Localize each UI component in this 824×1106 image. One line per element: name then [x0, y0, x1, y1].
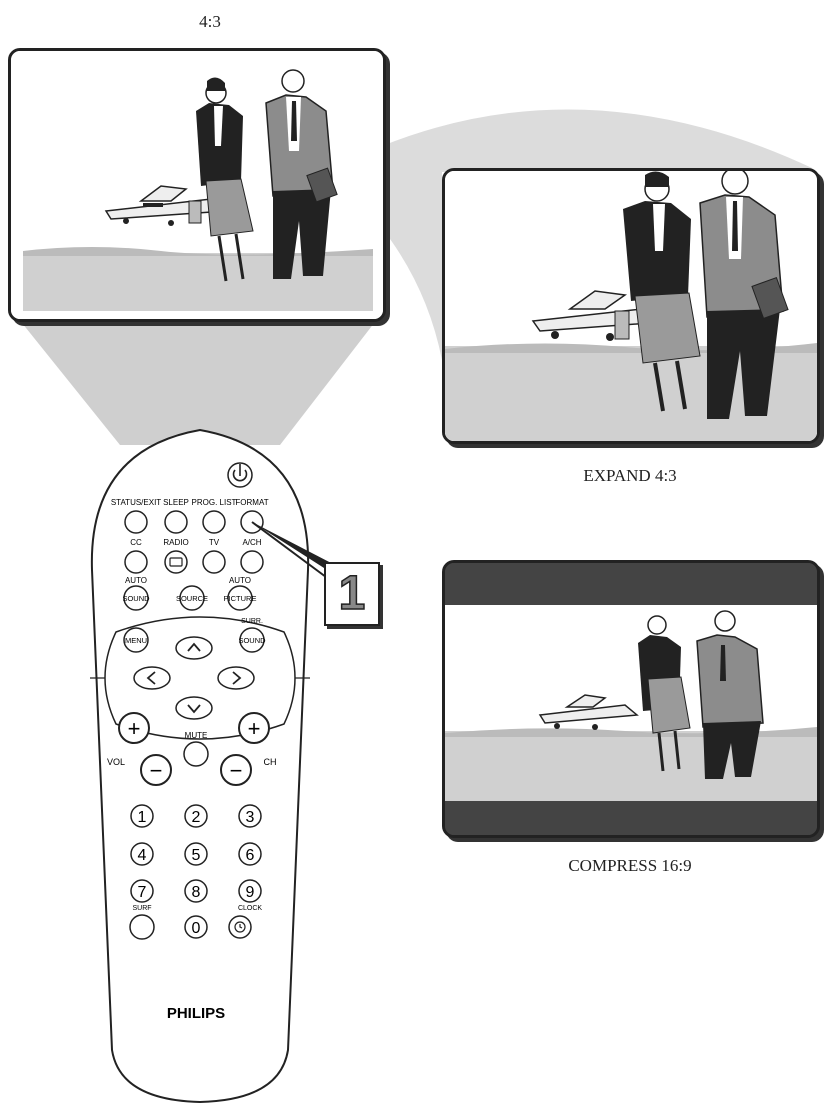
- step-number: 1: [326, 564, 378, 624]
- step-number-box: 1: [324, 562, 380, 626]
